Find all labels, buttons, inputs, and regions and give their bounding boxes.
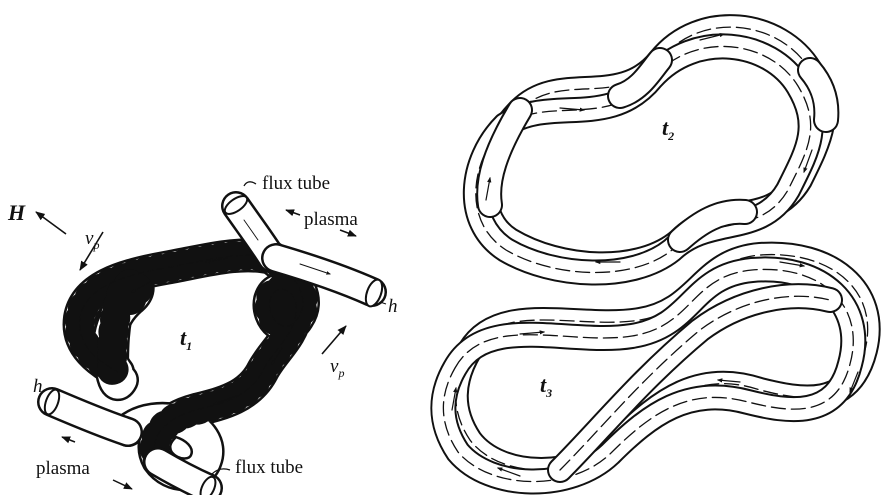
- label-h-left: h: [33, 376, 43, 397]
- label-t3: t3: [540, 372, 552, 400]
- twisted-figure-eight-t3: [443, 255, 867, 482]
- label-vp-right: vp: [330, 356, 344, 380]
- twisted-ring-t2: [476, 27, 827, 272]
- label-flux-tube-bottom: flux tube: [235, 457, 303, 478]
- label-plasma-top: plasma: [304, 209, 358, 230]
- label-t2: t2: [662, 115, 674, 143]
- label-H: H: [7, 200, 26, 225]
- label-t1: t1: [180, 325, 192, 353]
- label-flux-tube-top: flux tube: [262, 173, 330, 194]
- label-vp-left: vp: [85, 228, 99, 252]
- label-plasma-bottom: plasma: [36, 458, 90, 479]
- label-h-right: h: [388, 296, 398, 317]
